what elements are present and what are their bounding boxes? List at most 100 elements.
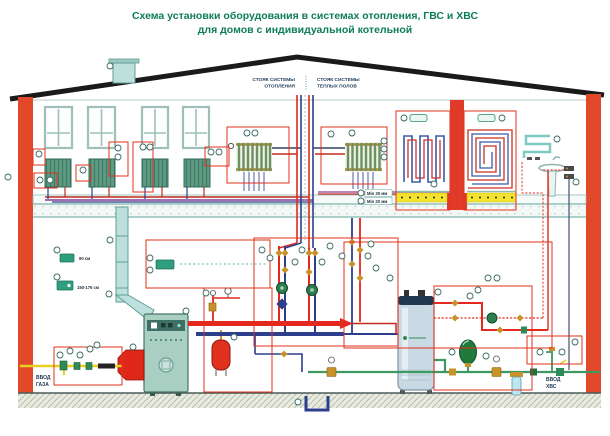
chimney-stack	[112, 62, 136, 84]
masonry-flue-base	[447, 193, 467, 210]
garden-tap-stub	[546, 351, 553, 372]
min-screed-frame	[364, 189, 393, 197]
reducer-gauge-left	[328, 356, 335, 364]
riser-floors-label-2: ТЕПЛЫХ ПОЛОВ	[317, 84, 357, 90]
pressure-reducer	[491, 367, 502, 377]
recirc-valve-2	[516, 314, 524, 322]
check-valve	[530, 368, 537, 376]
tank-leg-2	[427, 390, 432, 394]
radiator-2	[88, 158, 116, 199]
vessel-highlight	[462, 340, 470, 346]
boiler-room: ВВОД ГАЗА 90 см 150-175 см	[20, 206, 600, 412]
dhw-recirculation-dashed	[521, 162, 564, 318]
sectional-radiators	[227, 142, 382, 191]
makeup-line	[255, 353, 303, 372]
height-90-label: 90 см	[79, 256, 90, 261]
panel-radiators	[44, 158, 211, 199]
flue-pipe-vertical	[115, 206, 129, 303]
chimney-cap	[108, 58, 140, 64]
boiler-leg-1	[150, 392, 155, 396]
valve-dot-2	[566, 175, 568, 178]
left-wall	[18, 97, 33, 408]
gas-flex-hose	[98, 363, 115, 369]
gas-inlet-line: ВВОД ГАЗА	[20, 360, 122, 388]
height-150-label: 150-175 см	[77, 285, 99, 290]
dhw-piping	[434, 299, 548, 334]
boiler-vents	[150, 339, 182, 341]
serpentine-loop-red	[407, 139, 441, 179]
towel-rail	[522, 134, 552, 158]
boiler-button-2	[168, 323, 173, 328]
boiler-control-panel	[147, 320, 185, 331]
serpentine-loop-blue	[403, 135, 445, 183]
basin-valve-cold	[564, 174, 574, 179]
window-4	[181, 105, 211, 150]
min-pipe-frame	[364, 197, 393, 205]
basin-valve-hot	[564, 166, 574, 171]
window-1	[43, 105, 74, 150]
floor-drain-trap	[304, 396, 330, 412]
boiler-emblem	[158, 357, 174, 373]
right-wall	[586, 94, 601, 408]
loop-tag-left	[409, 114, 428, 122]
tank-leg-1	[400, 390, 405, 394]
basin-faucet	[552, 156, 561, 161]
air-vent	[209, 289, 216, 296]
cw-valve-1	[449, 368, 456, 376]
expansion-tank	[211, 330, 231, 376]
pressure-reducer-left	[326, 367, 337, 377]
masonry-flue-column	[450, 100, 464, 195]
spiral-loop-red	[467, 129, 513, 189]
insulation-anchors	[401, 196, 513, 199]
insulation-left	[395, 192, 448, 203]
system-risers: СТОЯК СИСТЕМЫ ОТОПЛЕНИЯ СТОЯК СИСТЕМЫ ТЕ…	[252, 76, 360, 249]
item-number-badges	[4, 62, 580, 406]
burner-flame	[117, 349, 145, 381]
title-line-1: Схема установки оборудования в системах …	[132, 10, 479, 22]
tank-brand-mark	[403, 336, 407, 340]
radiator-4	[183, 158, 211, 199]
callout-boxes	[32, 110, 583, 393]
tank-highlight	[402, 308, 408, 380]
supply-manifold	[188, 321, 340, 326]
riser-heating-label-2: ОТОПЛЕНИЯ	[264, 84, 295, 90]
dhw-valve-2	[496, 326, 504, 334]
makeup-valve	[280, 350, 288, 358]
tank-top-cap	[398, 296, 434, 305]
recirculation-pump	[486, 312, 498, 324]
gas-inlet-label-2: ГАЗА	[36, 382, 49, 388]
basin-pedestal	[547, 170, 557, 197]
boiler-led	[177, 323, 181, 328]
min-screed-label: Min 30 мм	[367, 191, 387, 196]
cw-expansion-vessel	[459, 339, 477, 365]
insulation-right	[466, 192, 517, 203]
dhw-valve-1	[451, 299, 459, 307]
filter-head	[510, 372, 523, 377]
gas-valve-2	[73, 362, 81, 370]
min-pipe-label: Min 20 мм	[367, 199, 387, 204]
sectional-radiator-left	[227, 142, 301, 191]
window-2	[86, 105, 117, 150]
pump-dial-1	[280, 286, 284, 290]
programmer	[56, 280, 74, 291]
underfloor-heating: Min 30 мм Min 20 мм	[364, 100, 517, 210]
pump-station	[275, 218, 364, 334]
poster-title: Схема установки оборудования в системах …	[132, 10, 479, 36]
title-line-2: для домов с индивидуальной котельной	[198, 24, 413, 36]
safety-valve	[208, 302, 217, 312]
cw-main-valve	[556, 368, 564, 376]
riser-heating-label-1: СТОЯК СИСТЕМЫ	[252, 77, 295, 83]
room-thermostat	[59, 253, 75, 263]
boiler-thermostat-module	[155, 259, 175, 270]
roof	[9, 54, 605, 102]
gas-valve-1	[59, 360, 68, 371]
thermostatic-head	[227, 142, 235, 150]
radiator-3	[141, 158, 169, 199]
cw-inlet-label-1: ВВОД	[546, 377, 561, 383]
gas-boiler	[143, 313, 189, 396]
boiler-leg-2	[176, 392, 181, 396]
tank-label-lines	[401, 369, 431, 381]
expansion-tank-body	[211, 339, 231, 371]
cw-inlet-label-2: ХВС	[546, 384, 557, 390]
